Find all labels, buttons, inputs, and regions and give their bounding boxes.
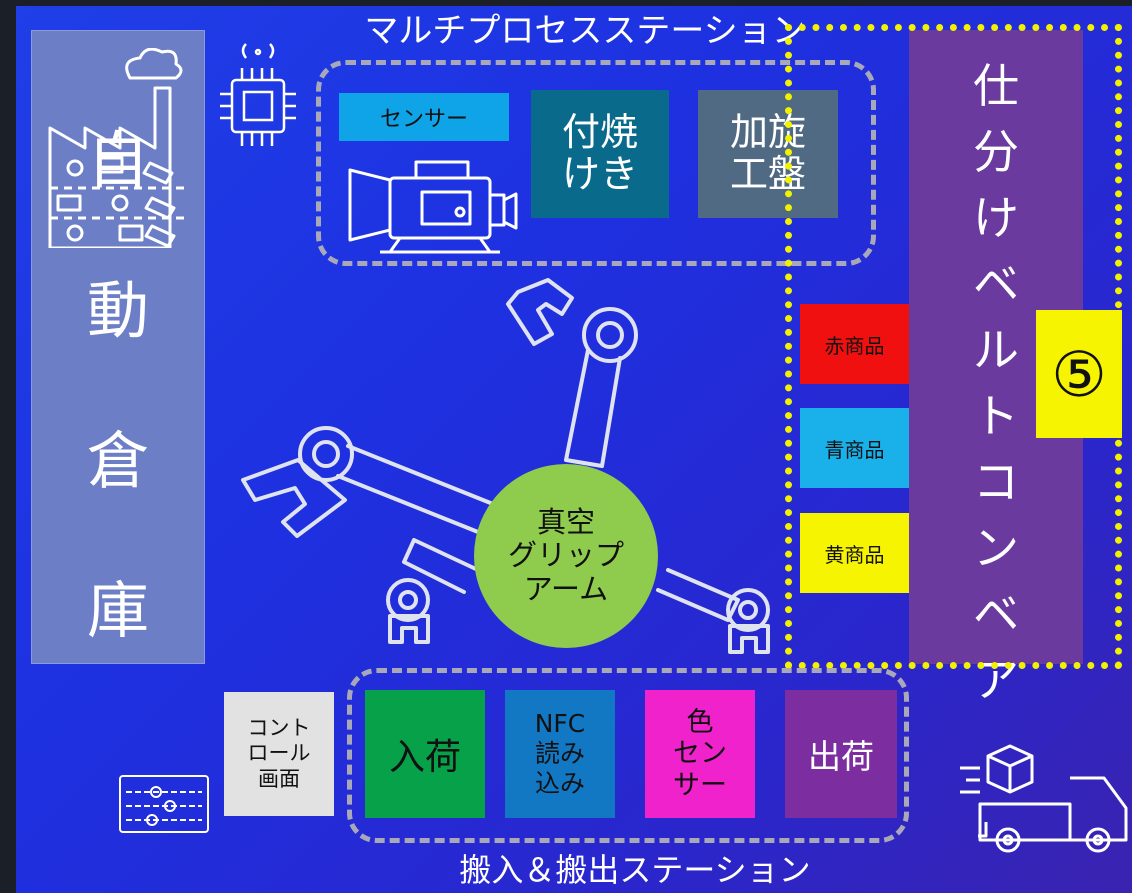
robot-arm-illustration: [241, 278, 770, 654]
control-line-1: コント: [247, 716, 311, 741]
warehouse-label: 自 動 倉 庫: [31, 80, 205, 680]
warehouse-panel: [31, 30, 205, 664]
color-sensor-line-3: サー: [673, 769, 727, 801]
arm-line-1: 真空: [536, 504, 595, 539]
warehouse-char-1: 自: [86, 124, 149, 197]
arm-line-2: グリップ: [507, 538, 624, 573]
conveyor-char-3: け: [973, 191, 1019, 245]
nfc-line-2: 読み: [534, 739, 585, 768]
color-sensor-box: 色 セン サー: [645, 690, 755, 818]
lathe-line-2: 工盤: [729, 152, 806, 196]
control-line-2: ロール: [247, 741, 311, 766]
conveyor-char-6: ト: [973, 389, 1019, 443]
warehouse-char-3: 倉: [86, 424, 149, 497]
camera-icon: [348, 160, 518, 254]
delivery-truck-icon: [960, 744, 1128, 853]
warehouse-char-2: 動: [86, 274, 149, 347]
chip-icon: [220, 43, 296, 146]
shipping-box: 出荷: [785, 690, 897, 818]
sensor-label: センサー: [339, 93, 509, 141]
multi-station-box: [316, 60, 876, 266]
vacuum-arm-circle: 真空 グリップ アーム: [474, 464, 658, 648]
lathe-line-1: 加旋: [729, 110, 806, 155]
product-yellow: 黄商品: [800, 513, 909, 593]
step-badge: ⑤: [1036, 310, 1122, 438]
color-sensor-line-1: 色: [686, 707, 714, 739]
soldering-line-2: けき: [561, 152, 638, 196]
conveyor-char-9: ベ: [973, 587, 1019, 641]
sliders-icon: [119, 775, 209, 833]
product-red: 赤商品: [800, 304, 909, 384]
conveyor-char-2: 分: [973, 125, 1019, 179]
conveyor-char-1: 仕: [973, 59, 1019, 113]
io-station-title: 搬入＆搬出ステーション: [459, 851, 811, 889]
soldering-box: 付焼 けき: [531, 90, 669, 218]
receiving-box: 入荷: [365, 690, 485, 818]
product-blue: 青商品: [800, 408, 909, 488]
nfc-line-3: 込み: [534, 769, 585, 798]
color-sensor-line-2: セン: [673, 738, 727, 770]
conveyor-char-5: ル: [973, 323, 1019, 377]
arm-line-3: アーム: [523, 571, 609, 606]
io-station-box: [347, 668, 909, 843]
warehouse-char-4: 庫: [86, 574, 149, 647]
control-line-3: 画面: [258, 766, 300, 791]
nfc-box: NFC 読み 込み: [505, 690, 615, 818]
left-frame: [0, 0, 16, 893]
conveyor-char-8: ン: [973, 521, 1019, 575]
nfc-line-1: NFC: [534, 709, 586, 738]
shipping-label: 出荷: [808, 737, 874, 776]
control-screen-box: コント ロール 画面: [224, 692, 334, 816]
multi-station-title: マルチプロセスステーション: [364, 10, 806, 51]
lathe-box: 加旋 工盤: [698, 90, 838, 218]
soldering-line-1: 付焼: [561, 110, 638, 155]
conveyor-label: 仕 分 け ベ ル ト コ ン ベ ア: [909, 50, 1083, 707]
top-frame: [0, 0, 1132, 6]
factory-icon: [48, 48, 190, 248]
receiving-label: 入荷: [388, 737, 461, 778]
conveyor-char-7: コ: [973, 455, 1019, 509]
conveyor-char-4: ベ: [973, 257, 1019, 311]
